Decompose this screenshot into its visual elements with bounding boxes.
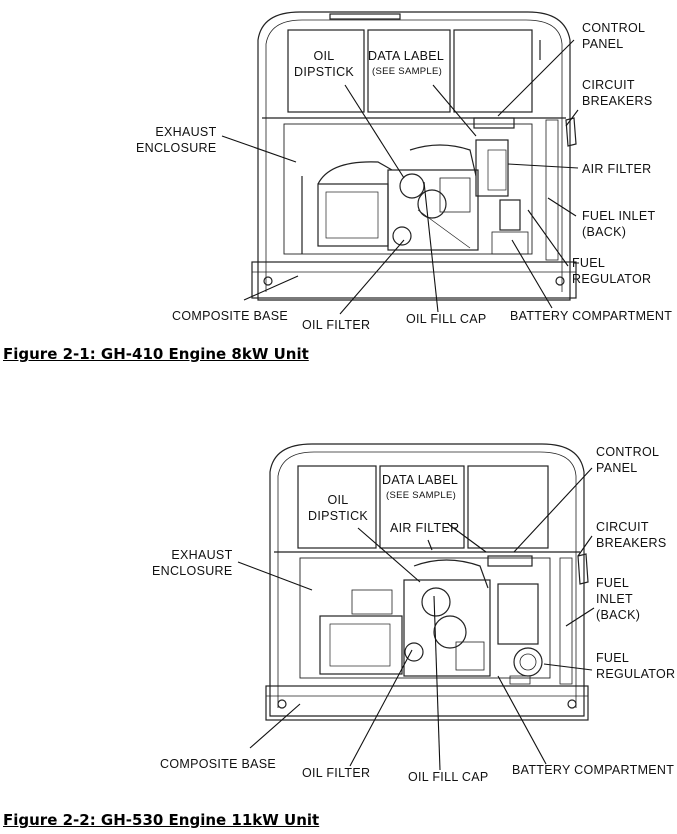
label-exhaust-enclosure: EXHAUST ENCLOSURE: [152, 548, 233, 578]
label-fuel-inlet: FUEL INLET (BACK): [582, 209, 656, 239]
label-circuit-breakers: CIRCUIT BREAKERS: [582, 78, 653, 108]
label-oil-fill-cap: OIL FILL CAP: [406, 312, 487, 326]
figure-2-1: OIL DIPSTICK DATA LABEL (SEE SAMPLE) CON…: [0, 0, 677, 370]
label-oil-fill-cap: OIL FILL CAP: [408, 770, 489, 784]
label-see-sample: (SEE SAMPLE): [372, 66, 443, 77]
label-control-panel: CONTROL PANEL: [582, 21, 646, 51]
figure-caption: Figure 2-1: GH-410 Engine 8kW Unit: [3, 345, 309, 363]
label-air-filter: AIR FILTER: [582, 162, 652, 176]
label-battery-compartment: BATTERY COMPARTMENT: [510, 309, 673, 323]
label-circuit-breakers: CIRCUIT BREAKERS: [596, 520, 667, 550]
label-fuel-regulator: FUEL REGULATOR: [596, 651, 676, 681]
label-composite-base: COMPOSITE BASE: [172, 309, 289, 323]
leader-lines: [237, 467, 595, 771]
label-oil-dipstick: OIL DIPSTICK: [294, 49, 355, 79]
label-air-filter: AIR FILTER: [390, 521, 460, 535]
label-oil-filter: OIL FILTER: [302, 318, 371, 332]
leader-lines: [221, 39, 579, 315]
generator-11kw-drawing: [237, 443, 595, 771]
label-see-sample: (SEE SAMPLE): [386, 490, 457, 501]
label-data-label: DATA LABEL: [368, 49, 445, 63]
figure-2-2: OIL DIPSTICK DATA LABEL (SEE SAMPLE) AIR…: [0, 420, 677, 834]
label-fuel-inlet: FUEL INLET (BACK): [596, 576, 641, 622]
label-composite-base: COMPOSITE BASE: [160, 757, 277, 771]
label-oil-dipstick: OIL DIPSTICK: [308, 493, 369, 523]
label-fuel-regulator: FUEL REGULATOR: [572, 256, 652, 286]
label-exhaust-enclosure: EXHAUST ENCLOSURE: [136, 125, 217, 155]
label-oil-filter: OIL FILTER: [302, 766, 371, 780]
label-battery-compartment: BATTERY COMPARTMENT: [512, 763, 675, 777]
label-data-label: DATA LABEL: [382, 473, 459, 487]
label-control-panel: CONTROL PANEL: [596, 445, 660, 475]
generator-8kw-drawing: [221, 11, 579, 315]
figure-caption: Figure 2-2: GH-530 Engine 11kW Unit: [3, 811, 320, 829]
